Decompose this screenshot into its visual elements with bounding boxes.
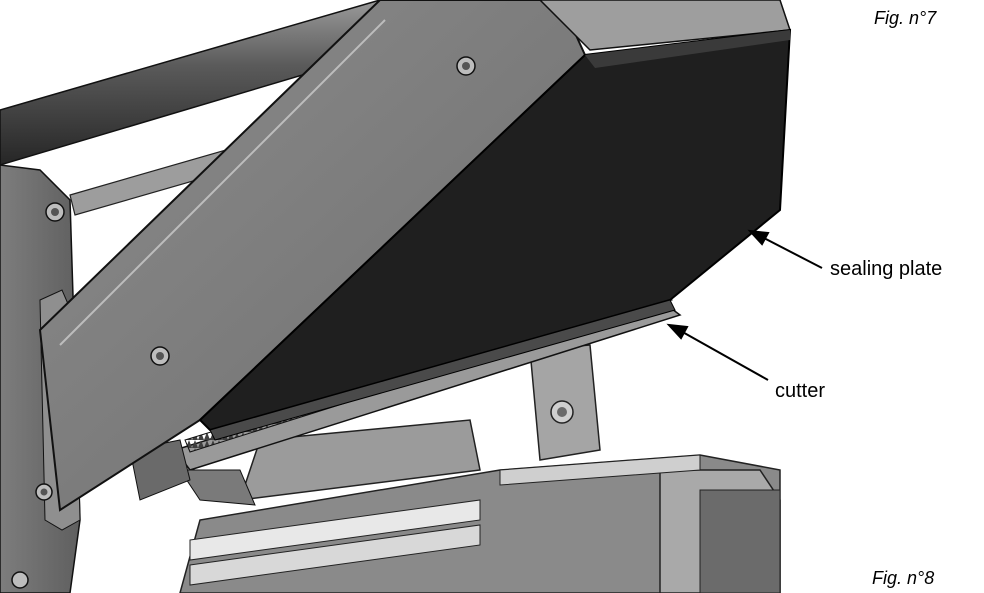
cutter-leader-line <box>678 329 769 381</box>
callout-label-sealing-plate: sealing plate <box>830 258 943 280</box>
sealing-plate-leader-line <box>759 235 823 269</box>
figure-caption-bottom: Fig. n°8 <box>872 568 935 588</box>
base-tray <box>179 419 781 593</box>
sealing-plate-arrowhead <box>747 229 770 246</box>
figure-caption-top: Fig. n°7 <box>874 8 937 28</box>
sealing-plate <box>198 28 792 441</box>
support-post <box>529 344 601 461</box>
callout-label-cutter: cutter <box>775 380 826 402</box>
cutter-arrowhead <box>666 323 689 340</box>
callout-arrows <box>666 229 823 381</box>
